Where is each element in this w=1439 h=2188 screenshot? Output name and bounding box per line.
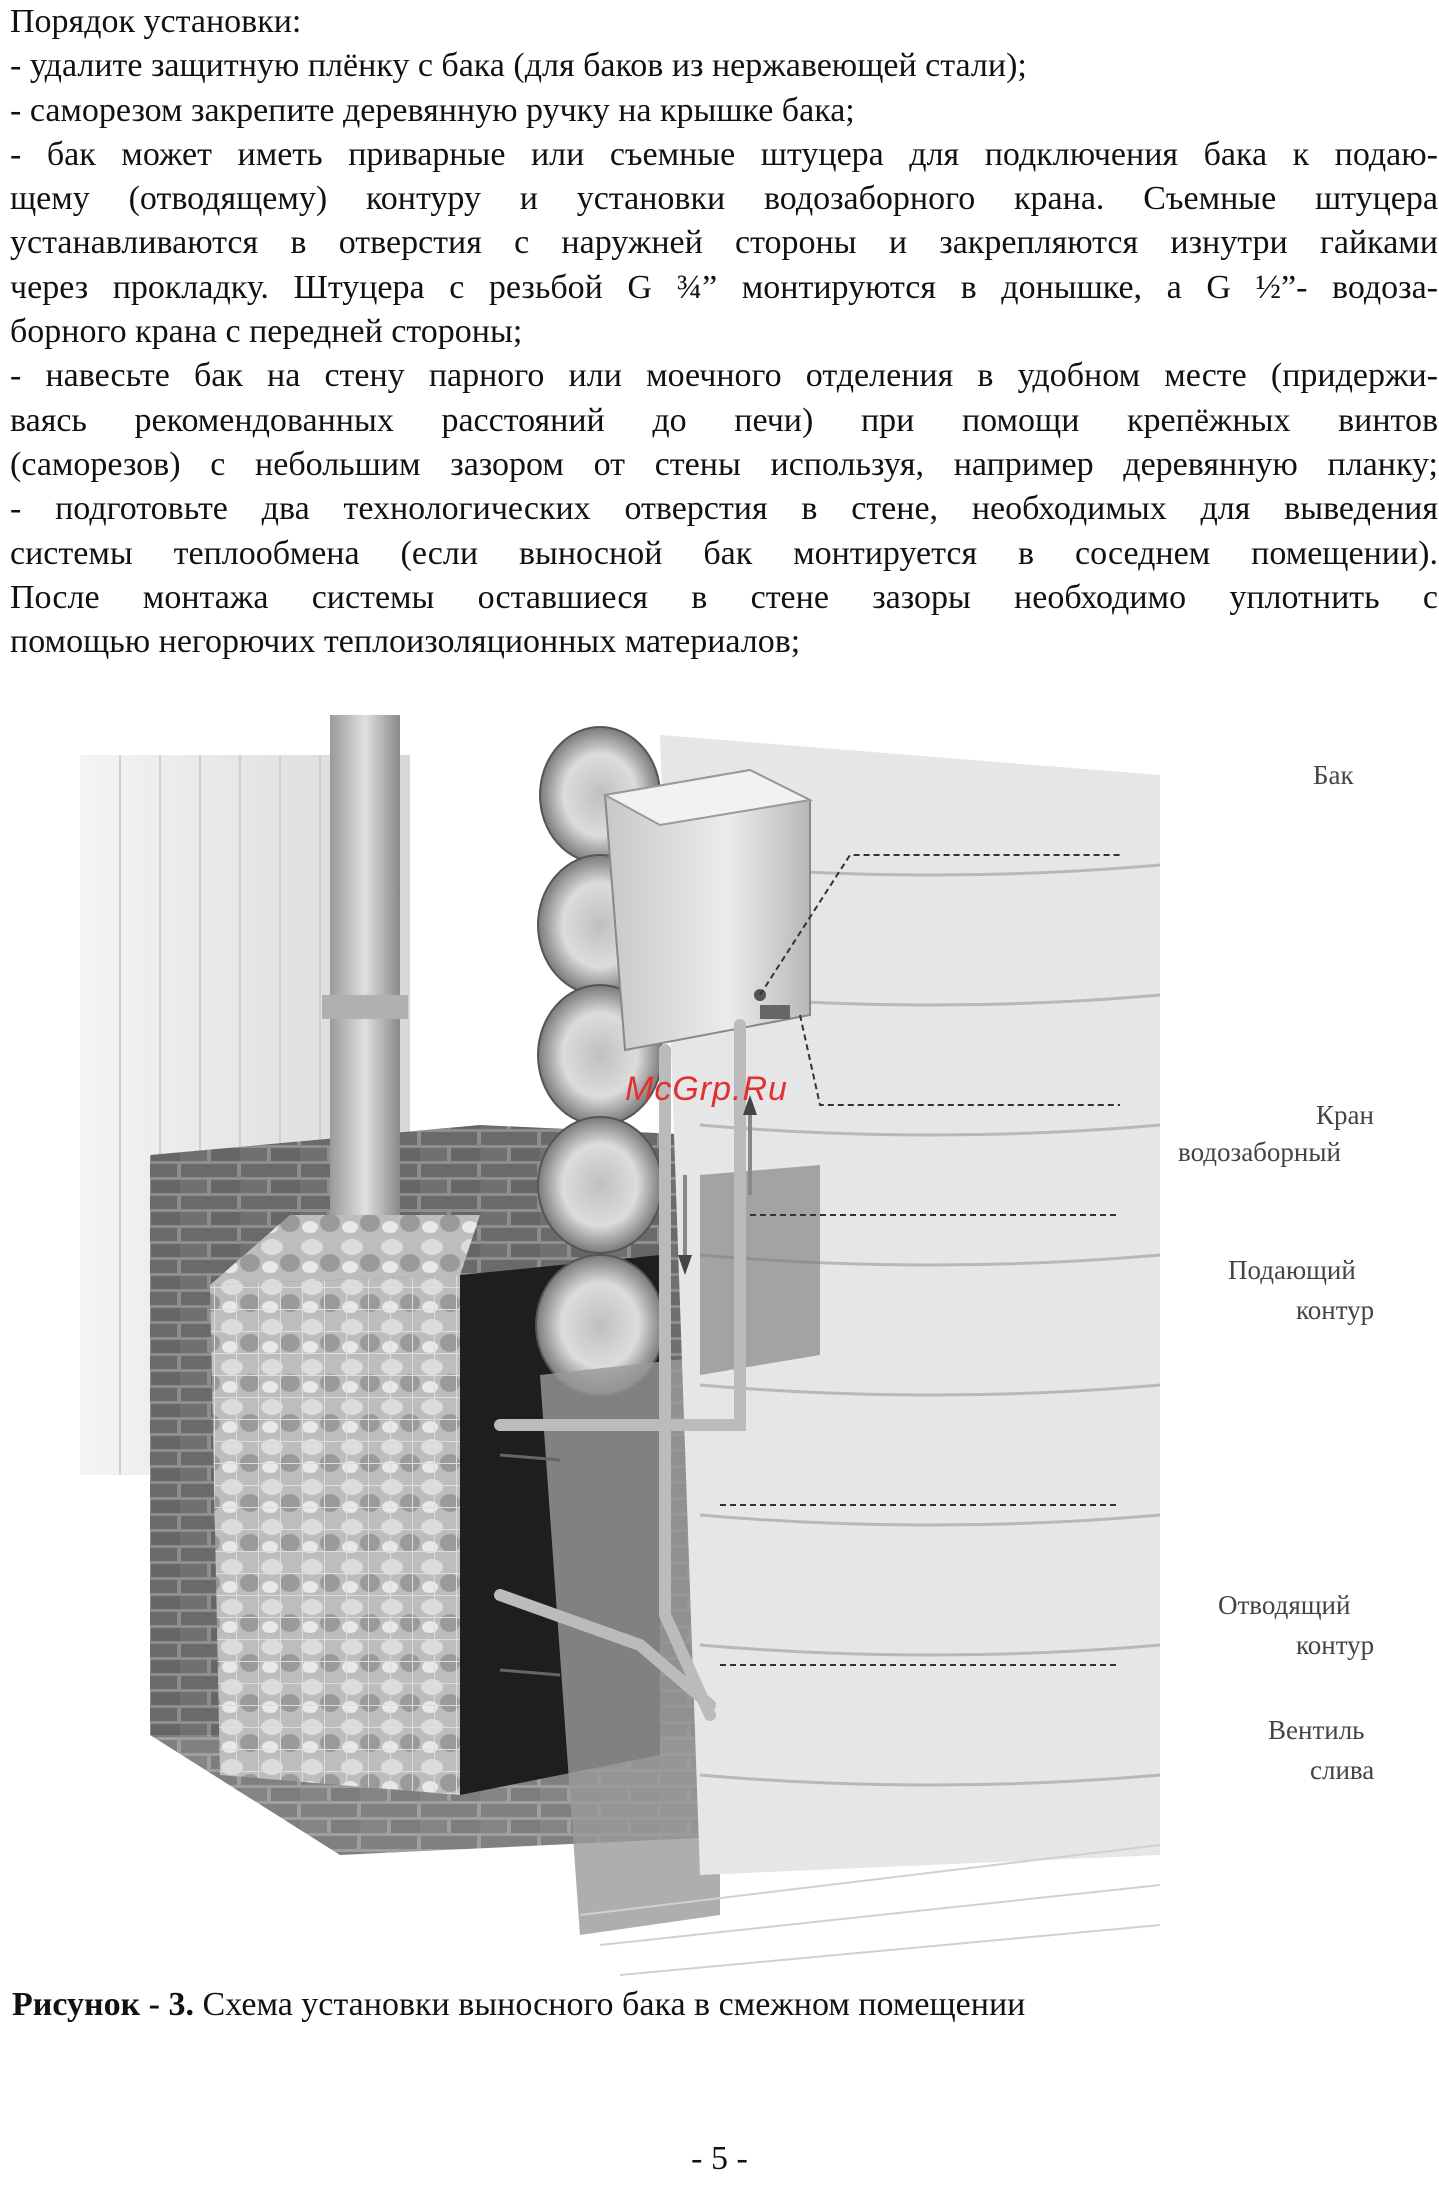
label-return: Отводящий <box>1218 1590 1351 1620</box>
text-line: - подготовьте два технологических отверс… <box>10 490 1438 528</box>
text-line: Порядок установки: <box>10 3 302 40</box>
watermark: McGrp.Ru <box>625 1070 788 1108</box>
text-line: ваясь рекомендованных расстояний до печи… <box>10 401 1438 439</box>
text-line: - навесьте бак на стену парного или моеч… <box>10 357 1438 395</box>
label-return-sub: контур <box>1296 1630 1375 1660</box>
page-number: - 5 - <box>691 2140 748 2177</box>
text-line: устанавливаются в отверстия с наружней с… <box>10 224 1438 262</box>
caption-text: Схема установки выносного бака в смежном… <box>194 1986 1026 2023</box>
label-valve: Вентиль <box>1268 1715 1365 1745</box>
text-line: помощью негорючих теплоизоляционных мате… <box>10 623 801 661</box>
text-line: через прокладку. Штуцера с резьбой G ¾” … <box>10 268 1438 306</box>
label-supply: Подающий <box>1228 1255 1356 1285</box>
text-line: После монтажа системы оставшиеся в стене… <box>10 578 1438 616</box>
figure-caption: Рисунок - 3. Схема установки выносного б… <box>12 1986 1025 2024</box>
label-supply-sub: контур <box>1296 1295 1375 1325</box>
text-line: (саморезов) с небольшим зазором от стены… <box>10 445 1438 483</box>
label-tap: Кран <box>1316 1100 1374 1130</box>
tank-installation-diagram <box>80 715 1161 1976</box>
text-line: - удалите защитную плёнку с бака (для ба… <box>10 47 1027 85</box>
label-tap-sub: водозаборный <box>1178 1137 1341 1167</box>
text-line: системы теплообмена (если выносной бак м… <box>10 534 1438 572</box>
instructions-text: Порядок установки: - удалите защитную пл… <box>10 0 1438 664</box>
label-valve-sub: слива <box>1310 1755 1375 1785</box>
caption-label: Рисунок - 3. <box>12 1986 195 2023</box>
text-line: щему (отводящему) контуру и установки во… <box>10 180 1438 218</box>
text-line: - бак может иметь приварные или съемные … <box>10 135 1438 173</box>
label-tank: Бак <box>1313 760 1354 790</box>
text-line: - саморезом закрепите деревянную ручку н… <box>10 91 855 129</box>
text-line: борного крана с передней стороны; <box>10 313 523 351</box>
